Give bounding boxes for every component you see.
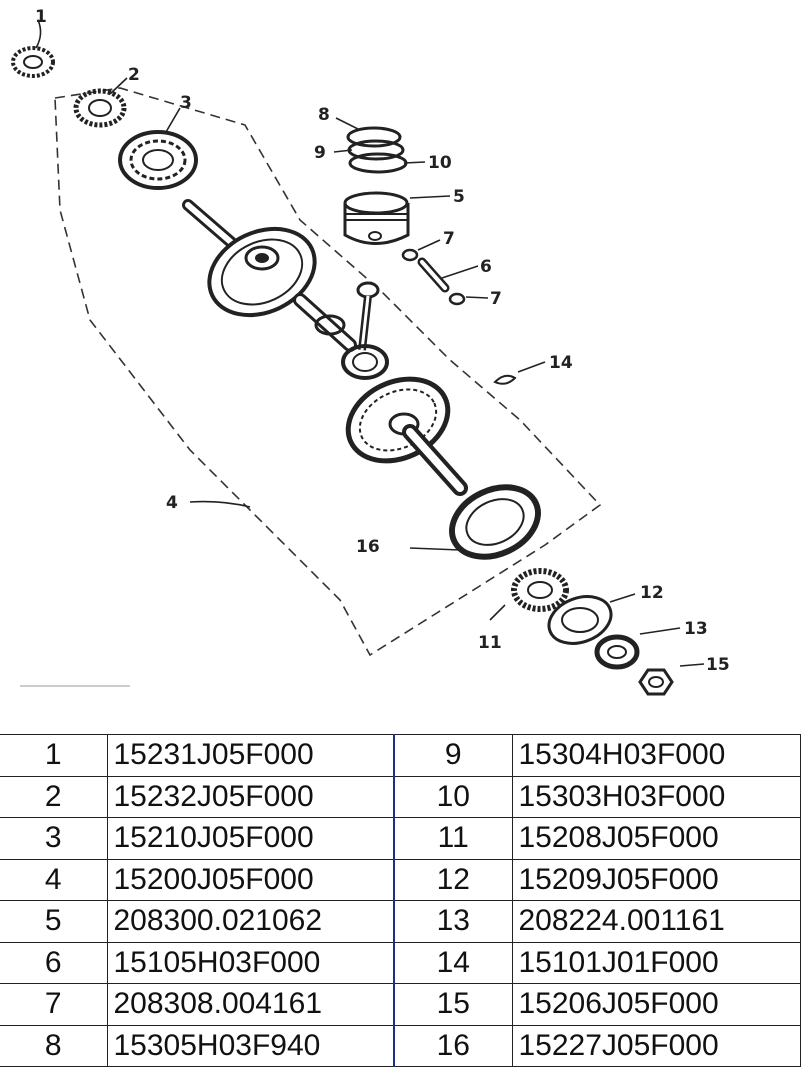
part-number-cell: 12 <box>393 858 513 901</box>
part-code-cell: 15232J05F000 <box>106 775 395 818</box>
part-number-cell: 14 <box>393 941 513 984</box>
part-code-cell: 15208J05F000 <box>511 817 801 860</box>
leader-lines <box>35 19 705 667</box>
part-number-cell: 1 <box>0 734 108 777</box>
callout-9: 9 <box>314 143 326 163</box>
callout-8: 8 <box>318 105 330 125</box>
callout-5: 5 <box>453 187 465 207</box>
part-13-bearing <box>594 634 640 670</box>
part-code-cell: 15200J05F000 <box>106 858 395 901</box>
callout-12: 12 <box>640 583 664 603</box>
part-code-cell: 208224.001161 <box>511 900 801 943</box>
part-1-ring-nut <box>11 46 55 78</box>
callout-10: 10 <box>428 153 452 173</box>
part-code-cell: 208308.004161 <box>106 983 395 1026</box>
exploded-crankshaft-diagram: 1 2 3 4 5 6 7 7 8 9 10 11 12 13 14 15 16 <box>11 7 730 696</box>
part-code-cell: 15210J05F000 <box>106 817 395 860</box>
callout-1: 1 <box>35 7 47 27</box>
part-14-key <box>493 374 517 385</box>
callout-7-lower: 7 <box>490 289 502 309</box>
part-number-cell: 6 <box>0 941 108 984</box>
callout-6: 6 <box>480 257 492 277</box>
part-number-cell: 11 <box>393 817 513 860</box>
part-5-piston <box>343 191 410 245</box>
callout-11: 11 <box>478 633 502 653</box>
part-number-cell: 13 <box>393 900 513 943</box>
part-code-cell: 15304H03F000 <box>511 734 801 777</box>
callout-3: 3 <box>180 93 192 113</box>
part-number-cell: 9 <box>393 734 513 777</box>
part-code-cell: 15209J05F000 <box>511 858 801 901</box>
part-number-cell: 3 <box>0 817 108 860</box>
callout-14: 14 <box>549 353 573 373</box>
part-number-cell: 5 <box>0 900 108 943</box>
part-number-cell: 15 <box>393 983 513 1026</box>
part-number-cell: 4 <box>0 858 108 901</box>
part-code-cell: 15303H03F000 <box>511 775 801 818</box>
part-2-gear <box>73 88 127 128</box>
assembly-boundary <box>54 87 602 657</box>
part-number-cell: 7 <box>0 983 108 1026</box>
part-number-cell: 8 <box>0 1024 108 1067</box>
callout-4: 4 <box>166 493 178 513</box>
part-code-cell: 15305H03F940 <box>106 1024 395 1067</box>
part-number-cell: 16 <box>393 1024 513 1067</box>
callout-7-upper: 7 <box>443 229 455 249</box>
part-code-cell: 15105H03F000 <box>106 941 395 984</box>
part-code-cell: 15227J05F000 <box>511 1024 801 1067</box>
callout-15: 15 <box>706 655 730 675</box>
part-number-cell: 2 <box>0 775 108 818</box>
part-6-7-piston-pin-and-clips <box>401 248 466 306</box>
part-11-gear <box>511 568 569 612</box>
part-number-cell: 10 <box>393 775 513 818</box>
part-code-cell: 15231J05F000 <box>106 734 395 777</box>
part-4-crankshaft <box>182 199 468 496</box>
part-16-oil-seal <box>449 484 541 560</box>
part-code-cell: 15206J05F000 <box>511 983 801 1026</box>
callout-13: 13 <box>684 619 708 639</box>
callout-2: 2 <box>128 65 140 85</box>
part-code-cell: 208300.021062 <box>106 900 395 943</box>
part-code-cell: 15101J01F000 <box>511 941 801 984</box>
part-15-nut <box>638 668 674 696</box>
part-3-bearing <box>118 130 198 190</box>
part-8-9-10-piston-rings <box>346 126 408 174</box>
part-12-washer <box>547 595 613 645</box>
callout-16: 16 <box>356 537 380 557</box>
